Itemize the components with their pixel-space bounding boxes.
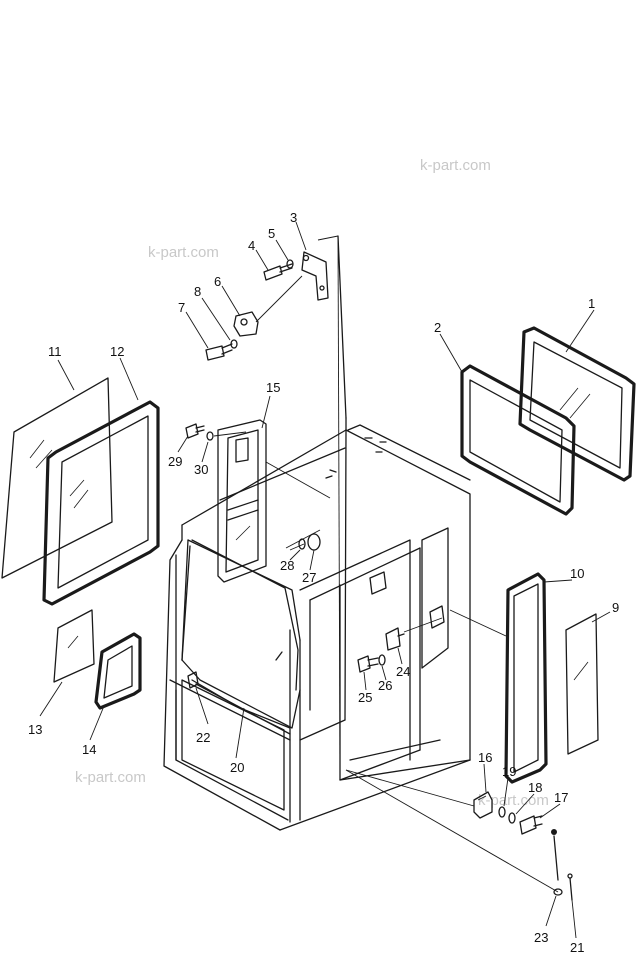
watermark: k-part.com — [75, 769, 146, 786]
part-29-bolt — [185, 423, 205, 439]
callout-12: 12 — [110, 344, 124, 359]
part-8-washer — [230, 339, 238, 349]
part-30-washer — [206, 431, 247, 441]
callout-14: 14 — [82, 742, 96, 757]
part-9-glass — [565, 613, 599, 755]
callout-7: 7 — [178, 300, 185, 315]
callout-2: 2 — [434, 320, 441, 335]
assembly-line — [449, 609, 507, 637]
callout-9: 9 — [612, 600, 619, 615]
part-18-washer — [508, 812, 516, 824]
callout-6: 6 — [214, 274, 221, 289]
assembly-line — [265, 461, 331, 499]
part-16-stopper — [473, 791, 493, 819]
callout-13: 13 — [28, 722, 42, 737]
part-26-washer — [378, 654, 386, 666]
callout-21: 21 — [570, 940, 584, 953]
watermark: k-part.com — [148, 244, 219, 261]
part-2-seal — [460, 364, 576, 516]
callout-11: 11 — [48, 344, 62, 359]
part-1-glass — [518, 326, 636, 482]
part-19-washer — [498, 806, 506, 818]
callout-26: 26 — [378, 678, 392, 693]
part-24-hinge — [385, 627, 405, 651]
watermark: k-part.com — [420, 157, 491, 174]
part-7-bolt — [205, 343, 233, 361]
part-21-pin — [567, 873, 573, 901]
part-4-bolt — [263, 263, 293, 281]
part-5-washer — [286, 259, 294, 269]
assembly-line — [337, 235, 341, 771]
callout-20: 20 — [230, 760, 244, 775]
callout-15: 15 — [266, 380, 280, 395]
part-25-bolt — [357, 655, 379, 673]
assembly-line — [285, 529, 321, 549]
callout-5: 5 — [268, 226, 275, 241]
part-23-rod — [551, 829, 563, 896]
assembly-line — [345, 769, 475, 807]
callout-27: 27 — [302, 570, 316, 585]
hinge-bracket — [369, 571, 387, 595]
hinge-bracket — [429, 605, 445, 629]
callout-4: 4 — [248, 238, 255, 253]
part-15-sash — [217, 419, 267, 583]
part-11-glass — [1, 377, 113, 579]
part-17-bolt — [519, 815, 543, 835]
callout-17: 17 — [554, 790, 568, 805]
part-28-washer — [298, 538, 306, 550]
callout-24: 24 — [396, 664, 410, 679]
part-6-latch — [233, 311, 259, 337]
callout-3: 3 — [290, 210, 297, 225]
callout-22: 22 — [196, 730, 210, 745]
front-window — [181, 539, 301, 729]
part-13-glass — [53, 609, 95, 683]
part-12-seal — [42, 400, 160, 606]
leader-lines — [39, 221, 611, 939]
callout-16: 16 — [478, 750, 492, 765]
callout-18: 18 — [528, 780, 542, 795]
watermark: k-part.com — [478, 792, 549, 809]
callout-8: 8 — [194, 284, 201, 299]
callout-25: 25 — [358, 690, 372, 705]
callout-28: 28 — [280, 558, 294, 573]
part-10-seal — [504, 572, 548, 784]
part-22-clip — [187, 671, 199, 689]
part-20-rail — [195, 683, 291, 735]
callout-23: 23 — [534, 930, 548, 945]
part-3-bracket — [255, 235, 339, 323]
callout-29: 29 — [168, 454, 182, 469]
callout-labels: 1 2 3 4 5 6 7 8 9 10 11 12 13 14 15 16 1… — [28, 210, 619, 953]
callout-1: 1 — [588, 296, 595, 311]
part-14-seal — [94, 632, 142, 710]
assembly-line — [345, 769, 559, 893]
callout-30: 30 — [194, 462, 208, 477]
callout-10: 10 — [570, 566, 584, 581]
callout-19: 19 — [502, 764, 516, 779]
